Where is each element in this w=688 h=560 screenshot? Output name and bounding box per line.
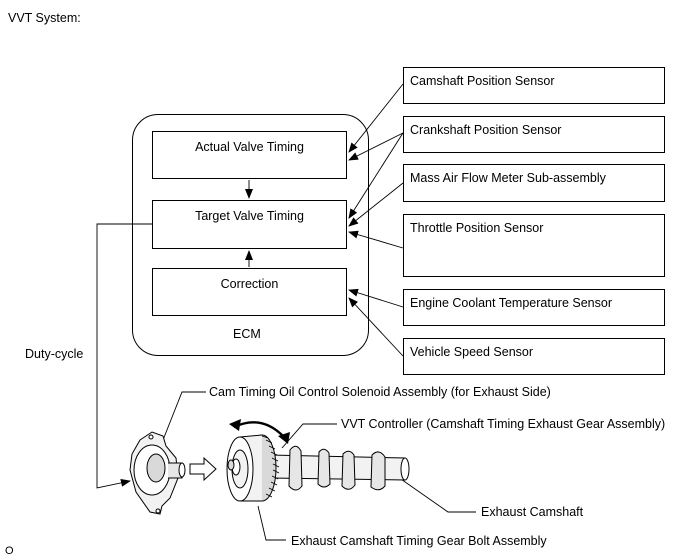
sensor-label: Crankshaft Position Sensor <box>410 123 562 137</box>
solenoid-leader <box>162 391 206 441</box>
coolant-sensor-arrow <box>348 288 404 308</box>
solenoid-label: Cam Timing Oil Control Solenoid Assembly… <box>209 385 551 399</box>
target-valve-timing-block: Target Valve Timing <box>152 200 347 249</box>
actual-valve-timing-block: Actual Valve Timing <box>152 131 347 179</box>
target-valve-timing-label: Target Valve Timing <box>195 209 304 223</box>
correction-label: Correction <box>220 277 279 291</box>
sensor-box-throttle-position: Throttle Position Sensor <box>403 214 665 277</box>
solenoid-illustration <box>129 431 186 515</box>
speed-sensor-arrow <box>348 297 404 357</box>
sensor-label: Camshaft Position Sensor <box>410 74 555 88</box>
page-title: VVT System: <box>8 11 81 25</box>
gear-bolt-label: Exhaust Camshaft Timing Gear Bolt Assemb… <box>291 534 547 548</box>
vvt-controller-illustration <box>226 434 410 502</box>
sensor-box-mass-air-flow: Mass Air Flow Meter Sub-assembly <box>403 164 665 202</box>
sensor-label: Vehicle Speed Sensor <box>410 345 534 359</box>
sensor-label: Engine Coolant Temperature Sensor <box>410 296 612 310</box>
air-flow-sensor-arrow <box>348 182 404 227</box>
exhaust-camshaft-label: Exhaust Camshaft <box>481 505 584 519</box>
camshaft-sensor-arrow <box>348 83 404 153</box>
ecm-container <box>132 114 369 356</box>
crankshaft-to-actual-arrow <box>348 132 404 161</box>
figure-code: O <box>5 545 14 557</box>
ecm-label: ECM <box>233 327 261 341</box>
sensor-box-engine-coolant-temperature: Engine Coolant Temperature Sensor <box>403 289 665 326</box>
flow-arrow-icon <box>189 456 217 482</box>
throttle-sensor-arrow <box>348 230 404 249</box>
vvt-controller-label: VVT Controller (Camshaft Timing Exhaust … <box>341 417 666 431</box>
rotation-arrow-head-right <box>278 432 290 444</box>
crankshaft-to-target-arrow <box>348 132 404 219</box>
actual-valve-timing-label: Actual Valve Timing <box>195 140 304 154</box>
duty-cycle-line <box>96 223 152 489</box>
rotation-arrow-head-left <box>229 419 241 431</box>
sensor-label: Mass Air Flow Meter Sub-assembly <box>410 171 606 185</box>
correction-block: Correction <box>152 268 347 316</box>
sensor-label: Throttle Position Sensor <box>410 221 544 235</box>
gear-bolt-leader <box>257 505 286 541</box>
duty-cycle-label: Duty-cycle <box>25 347 84 361</box>
sensor-box-camshaft-position: Camshaft Position Sensor <box>403 67 665 104</box>
sensor-box-crankshaft-position: Crankshaft Position Sensor <box>403 116 665 153</box>
camshaft-leader <box>397 476 476 513</box>
sensor-box-vehicle-speed: Vehicle Speed Sensor <box>403 338 665 375</box>
controller-leader <box>281 423 337 449</box>
